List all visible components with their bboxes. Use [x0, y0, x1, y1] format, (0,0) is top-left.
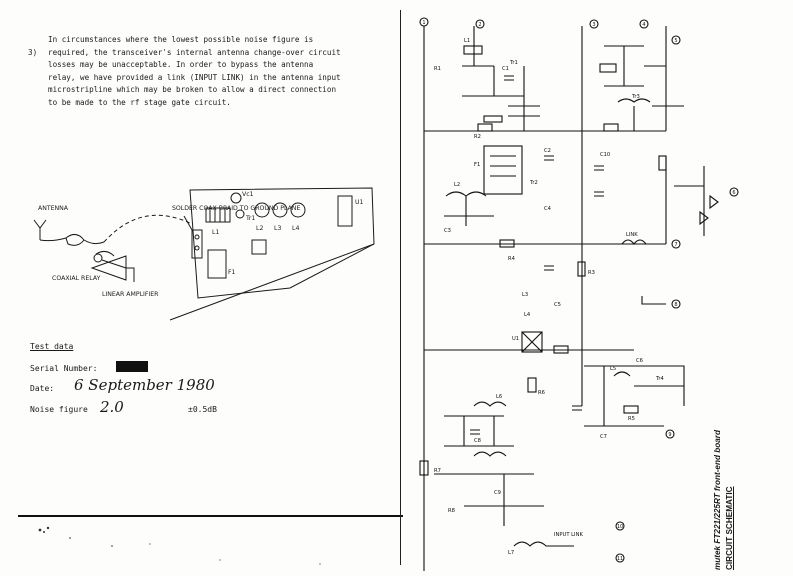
sketch-label-coaxial-relay: COAXIAL RELAY: [52, 275, 101, 282]
sketch-label-antenna: ANTENNA: [38, 205, 69, 212]
schem-label-r8: R8: [448, 508, 455, 514]
test-data-heading: Test data: [30, 342, 74, 351]
schem-label-c1: C1: [502, 66, 509, 72]
date-label: Date:: [30, 384, 55, 393]
schem-label-r2: R2: [474, 134, 481, 140]
noise-figure-label: Noise figure: [30, 405, 88, 414]
schem-label-l2: L2: [454, 182, 460, 188]
redacted-serial-number: [116, 361, 148, 372]
schematic-subtitle: CIRCUIT SCHEMATIC: [725, 486, 734, 570]
schem-label-tr3: Tr3: [631, 94, 640, 100]
schem-label-r3: R3: [588, 270, 595, 276]
schem-label-link: LINK: [626, 232, 638, 238]
terminal-7: 7: [674, 242, 677, 248]
schem-label-c10: C10: [600, 152, 610, 158]
schematic-title-block: mutek FT221/225RT front-end board CIRCUI…: [712, 420, 750, 570]
serial-label: Serial Number:: [30, 364, 98, 373]
schem-label-l5: L5: [610, 366, 616, 372]
schem-label-l4: L4: [524, 312, 531, 318]
sketch-label-linear-amplifier: LINEAR AMPLIFIER: [102, 291, 159, 298]
schem-label-r4: R4: [508, 256, 516, 262]
sketch-label-tr1: Tr1: [245, 215, 255, 222]
sketch-label-f1: F1: [228, 269, 236, 276]
installation-sketch: ANTENNA COAXIAL RELAY LINEAR AMPLIFIER S…: [33, 187, 375, 321]
section-divider: [18, 515, 403, 517]
schem-label-c9: C9: [494, 490, 501, 496]
sketch-label-l2: L2: [256, 225, 263, 232]
terminal-3: 3: [592, 22, 595, 28]
sketch-label-u1: U1: [355, 199, 364, 206]
schem-label-tr1: Tr1: [509, 60, 518, 66]
sketch-label-l1: L1: [212, 229, 219, 236]
schematic-title: mutek FT221/225RT front-end board: [713, 430, 722, 570]
terminal-2: 2: [478, 22, 481, 28]
terminal-10: 10: [617, 524, 623, 530]
schem-label-c3: C3: [444, 228, 451, 234]
schem-label-l6: L6: [496, 394, 502, 400]
sketch-label-vc1: Vc1: [242, 191, 254, 198]
schem-label-c8: C8: [474, 438, 481, 444]
schem-label-input-link: INPUT LINK: [554, 532, 583, 538]
schem-label-r6: R6: [538, 390, 545, 396]
note-paragraph: 3) In circumstances where the lowest pos…: [28, 34, 383, 107]
schem-label-c7: C7: [600, 434, 607, 440]
schem-label-c4: C4: [544, 206, 552, 212]
terminal-8: 8: [674, 302, 677, 308]
terminal-5: 5: [674, 38, 677, 44]
schem-label-r5: R5: [628, 416, 635, 422]
terminal-11: 11: [617, 556, 623, 562]
note-number: 3): [28, 47, 38, 57]
terminal-6: 6: [732, 190, 735, 196]
schem-label-u1: U1: [512, 336, 519, 342]
sketch-label-l3: L3: [274, 225, 281, 232]
schem-label-r7: R7: [434, 468, 441, 474]
terminal-9: 9: [668, 432, 671, 438]
scan-specks: [38, 526, 321, 565]
noise-tolerance: ±0.5dB: [188, 405, 217, 414]
sketch-label-l4: L4: [292, 225, 299, 232]
schem-label-c5: C5: [554, 302, 561, 308]
circuit-schematic: 1 2 3 4 5 6 7 8 9 10 11 R1 C1 L1 Tr1 C2 …: [419, 17, 739, 571]
schem-label-f1: F1: [474, 162, 480, 168]
schem-label-c2: C2: [544, 148, 551, 154]
schem-label-tr2: Tr2: [529, 180, 538, 186]
terminal-4: 4: [642, 22, 645, 28]
schem-label-tr4: Tr4: [655, 376, 665, 382]
noise-figure-value: 2.0: [100, 398, 124, 416]
schem-label-l1: L1: [464, 38, 470, 44]
column-divider: [400, 10, 401, 565]
schem-label-l3: L3: [522, 292, 528, 298]
schem-label-c6: C6: [636, 358, 643, 364]
sketch-label-solder-note: SOLDER COAX BRAID TO GROUND PLANE: [172, 205, 300, 212]
schem-label-r1: R1: [434, 66, 441, 72]
date-value: 6 September 1980: [74, 376, 215, 394]
note-text: In circumstances where the lowest possib…: [48, 35, 341, 107]
schem-label-l7: L7: [508, 550, 514, 556]
terminal-1: 1: [422, 20, 425, 26]
